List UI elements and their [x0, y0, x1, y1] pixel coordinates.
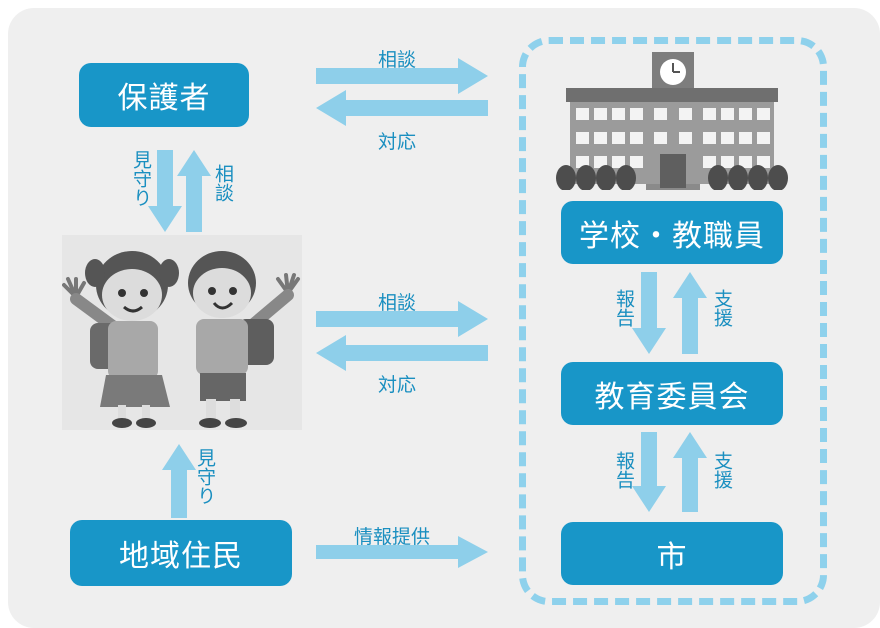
edge-label-children-to-guardian: 相談 [212, 164, 234, 202]
arrow-board-to-city [632, 432, 666, 512]
education-board-box: 教育委員会 [561, 362, 783, 425]
school-staff-label: 学校・教職員 [579, 218, 765, 254]
edge-label-children-to-school: 相談 [378, 292, 417, 314]
arrow-residents-to-children [162, 444, 196, 518]
arrow-city-to-board [673, 432, 707, 512]
arrow-children-to-guardian [177, 150, 211, 232]
arrow-residents-to-city [316, 536, 488, 568]
edge-label-board-to-city: 報告 [613, 451, 635, 489]
education-board-label: 教育委員会 [594, 379, 750, 415]
guardians-box: 保護者 [79, 63, 249, 127]
children-illustration [62, 235, 302, 430]
arrow-guardian-to-school [316, 58, 488, 94]
arrow-guardian-to-children [148, 150, 182, 232]
arrow-school-to-guardian [316, 90, 488, 126]
edge-label-residents-to-city: 情報提供 [354, 526, 431, 548]
edge-label-guardian-to-children: 見守り [130, 150, 152, 207]
arrow-school-to-board [632, 272, 666, 354]
city-label: 市 [656, 539, 688, 575]
school-building-icon [556, 52, 788, 190]
edge-label-guardian-to-school: 相談 [378, 49, 417, 71]
arrow-school-to-children [316, 335, 488, 371]
edge-label-city-to-board: 支援 [711, 451, 733, 489]
arrow-board-to-school [673, 272, 707, 354]
edge-label-school-to-guardian: 対応 [378, 131, 417, 153]
administration-group-border [519, 37, 827, 605]
city-box: 市 [561, 522, 783, 585]
school-staff-box: 学校・教職員 [561, 201, 783, 264]
edge-label-school-to-children: 対応 [378, 374, 417, 396]
guardians-label: 保護者 [117, 81, 211, 116]
local-residents-box: 地域住民 [70, 520, 292, 586]
local-residents-label: 地域住民 [119, 539, 243, 574]
edge-label-residents-to-children: 見守り [194, 448, 216, 505]
arrow-children-to-school [316, 301, 488, 337]
edge-label-board-to-school: 支援 [711, 289, 733, 327]
edge-label-school-to-board: 報告 [613, 289, 635, 327]
